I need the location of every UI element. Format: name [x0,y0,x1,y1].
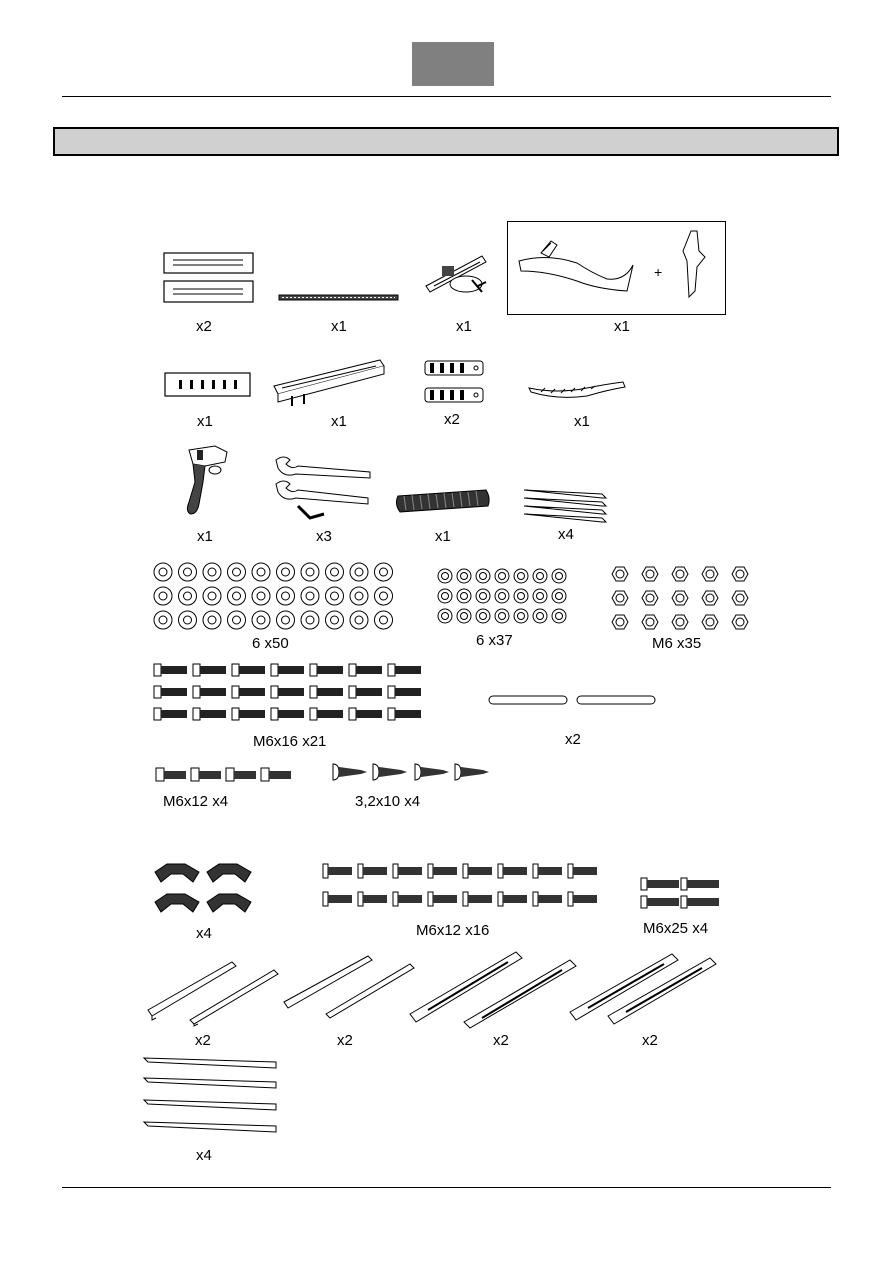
braces-a-qty: x2 [493,1032,509,1049]
riving-knife-qty: x1 [574,413,590,430]
pins-illustration [488,695,656,705]
dust-hose-illustration [395,489,490,513]
svg-text:+: + [654,264,662,280]
riving-knife-illustration [528,381,626,398]
blade-plate-illustration [164,372,251,397]
legs-a-qty: x2 [195,1032,211,1049]
bolts-m6x25-illustration [640,877,719,909]
cross-bars-qty: x4 [196,1147,212,1164]
strips-illustration [163,252,254,303]
screws-3-2x10-illustration [332,763,489,781]
header-divider [62,96,831,97]
bolts-m6x12-qty: M6x12 x16 [416,922,490,939]
header-page-tab [412,42,494,86]
bolts-m6x12-illustration [322,863,598,907]
miter-gauge-qty: x1 [456,318,472,335]
rip-fence-illustration [273,359,385,406]
rods-qty: x4 [558,526,574,543]
bolts-m6x16-illustration [153,663,422,721]
braces-b-qty: x2 [642,1032,658,1049]
wrenches-illustration [275,456,371,520]
push-handle-illustration [186,445,228,515]
blade-plate-qty: x1 [197,413,213,430]
bolts-m6x12-small-illustration [155,767,291,782]
dust-hose-qty: x1 [435,528,451,545]
legs-b-illustration [283,955,415,1019]
bolts-m6x25-qty: M6x25 x4 [643,920,709,937]
nuts-qty: M6 x35 [652,635,702,652]
braces-b-illustration [569,953,717,1025]
cross-bars-illustration [142,1057,277,1133]
rods-illustration [523,489,608,523]
pins-qty: x2 [565,731,581,748]
clamps-qty: x2 [444,411,460,428]
guard-set-illustration: + [507,221,726,315]
legs-b-qty: x2 [337,1032,353,1049]
rail-illustration [278,294,399,301]
footer-divider [62,1187,831,1188]
feet-illustration [154,863,252,913]
guard-set-qty: x1 [614,318,630,335]
rip-fence-qty: x1 [331,413,347,430]
feet-qty: x4 [196,925,212,942]
lock-washers-illustration [437,568,567,624]
bolts-m6x16-qty: M6x16 x21 [253,733,327,750]
washers-illustration [153,562,393,630]
rail-qty: x1 [331,318,347,335]
screws-3-2x10-qty: 3,2x10 x4 [355,793,421,810]
nuts-illustration [611,566,749,630]
section-title-bar [53,127,839,156]
push-handle-qty: x1 [197,528,213,545]
legs-a-illustration [147,961,279,1027]
bolts-m6x12-small-qty: M6x12 x4 [163,793,229,810]
braces-a-illustration [409,951,577,1029]
clamps-illustration [424,360,484,403]
miter-gauge-illustration [425,255,487,293]
strips-qty: x2 [196,318,212,335]
lock-washers-qty: 6 x37 [476,632,513,649]
washers-qty: 6 x50 [252,635,289,652]
wrenches-qty: x3 [316,528,332,545]
